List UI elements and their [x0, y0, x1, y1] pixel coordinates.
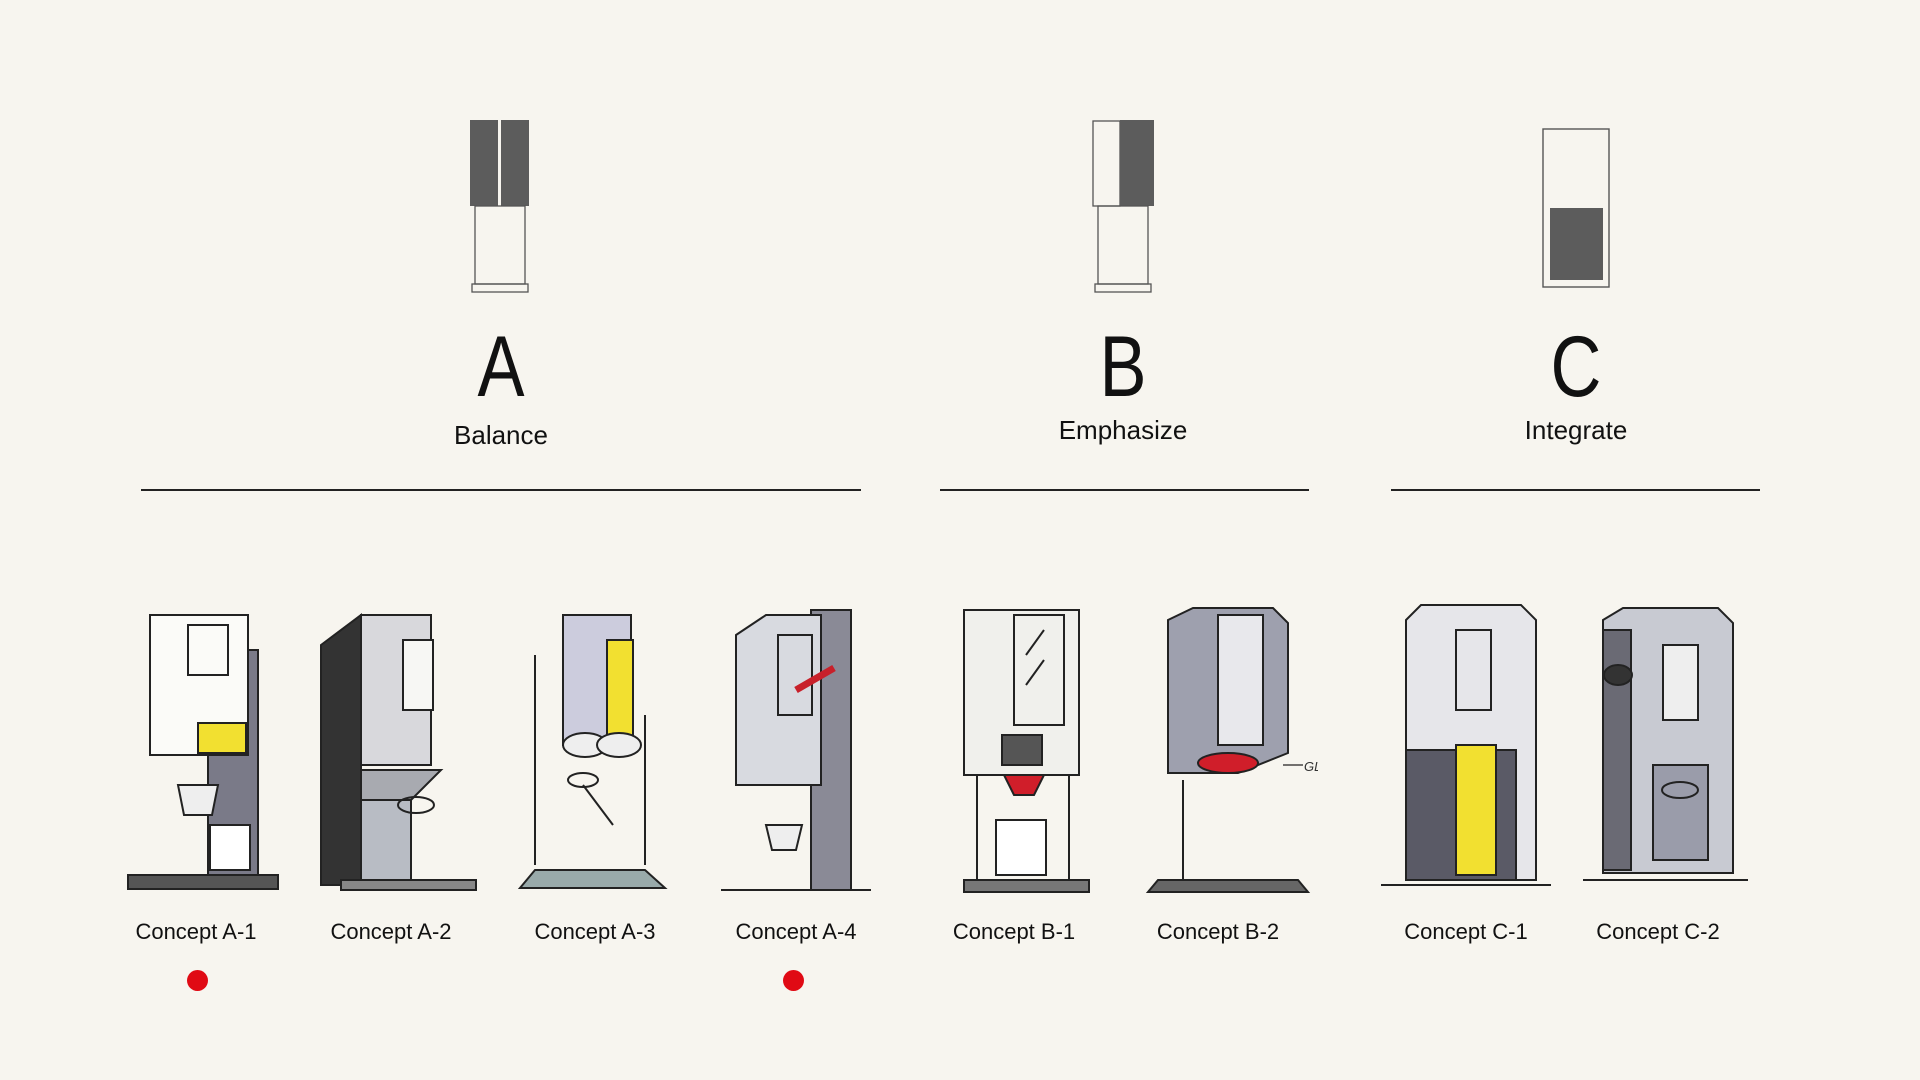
selected-marker-a4 — [783, 970, 804, 991]
concept-a3-sketch — [517, 614, 668, 889]
group-name-integrate: Integrate — [1524, 415, 1628, 445]
concept-label-a2: Concept A-2 — [330, 919, 452, 944]
group-b-divider — [940, 489, 1309, 491]
concept-a1-sketch — [127, 614, 279, 890]
concept-c1-sketch — [1381, 604, 1551, 886]
group-a-divider — [141, 489, 861, 491]
emphasize-layout-icon — [1092, 120, 1154, 293]
concept-a4-sketch — [721, 609, 871, 891]
concept-c2-sketch — [1583, 607, 1748, 881]
concept-label-c1: Concept C-1 — [1404, 919, 1528, 944]
concept-b1-sketch — [963, 609, 1090, 893]
concept-a2-sketch — [320, 613, 477, 891]
concept-label-a3: Concept A-3 — [534, 919, 656, 944]
group-name-balance: Balance — [454, 420, 548, 450]
concept-label-b2: Concept B-2 — [1156, 919, 1280, 944]
concept-label-c2: Concept C-2 — [1596, 919, 1720, 944]
group-c-divider — [1391, 489, 1760, 491]
group-letter-c: C — [1550, 319, 1602, 415]
group-name-emphasize: Emphasize — [1058, 415, 1188, 445]
balance-layout-icon — [470, 120, 529, 293]
group-letter-a: A — [477, 319, 525, 415]
concept-label-a1: Concept A-1 — [135, 919, 257, 944]
concept-label-b1: Concept B-1 — [952, 919, 1076, 944]
concept-b2-sketch: GLASS — [1145, 607, 1318, 893]
group-letter-b: B — [1099, 319, 1147, 415]
concept-label-a4: Concept A-4 — [735, 919, 857, 944]
glass-annotation: GLASS — [1304, 759, 1318, 774]
selected-marker-a1 — [187, 970, 208, 991]
integrate-layout-icon — [1542, 128, 1610, 288]
